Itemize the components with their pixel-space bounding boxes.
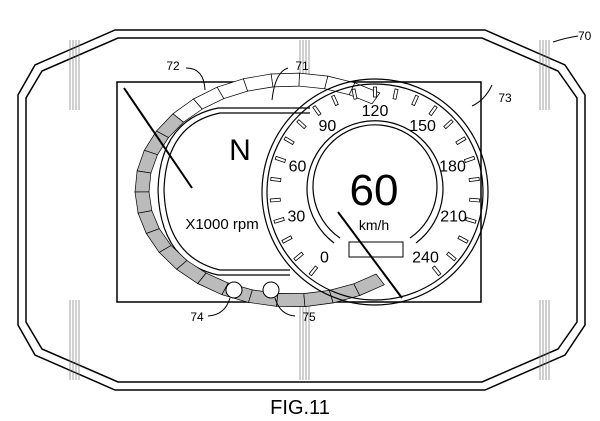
speed-scale-label: 240 [412,250,439,267]
speed-value: 60 [350,166,399,215]
speed-scale-label: 60 [289,158,307,175]
housing [17,29,586,391]
speed-tick [373,86,377,98]
housing-hatching [69,40,550,380]
speed-tick [283,136,295,146]
speed-tick [351,88,358,100]
speed-tick [330,94,339,107]
speed-scale-label: 210 [440,208,467,225]
speed-tick [428,105,438,117]
indicator-lamp-74 [225,281,243,299]
tachometer-segment [134,170,152,193]
tachometer-segment [298,72,329,90]
tachometer-segment [303,290,334,307]
ref-72: 72 [166,59,180,73]
figure-caption: FIG.11 [270,397,330,419]
ref-70: 70 [578,29,592,43]
ref-71: 71 [295,59,309,73]
tachometer-segment [353,273,385,296]
speed-tick [457,235,469,244]
ref-73: 73 [498,91,512,105]
speed-tick [465,217,477,224]
leader-lines [185,35,579,317]
ref-74: 74 [190,310,204,324]
speed-tick [269,197,281,203]
speed-scale-label: 180 [439,158,466,175]
rpm-unit-label: X1000 rpm [185,216,258,233]
tachometer-needle [123,87,193,189]
indicator-lamp-75 [262,281,280,299]
speed-unit: km/h [359,217,389,233]
speedometer [261,78,489,306]
gear-indicator: N [229,134,251,167]
speed-tick [455,136,467,146]
speed-tick [296,119,307,130]
speed-scale-label: 30 [288,208,306,225]
speed-tick [463,155,476,163]
speed-ticks [269,86,481,277]
speed-tick [281,235,293,244]
speed-tick [308,265,319,277]
speed-tick [274,155,287,163]
speed-tick [431,265,442,277]
speed-tick [446,251,457,262]
speed-tick [411,94,420,107]
speed-tick [293,251,304,262]
tachometer-segment [276,293,306,307]
speed-needle [337,211,403,299]
speed-scale-label: 120 [362,103,389,120]
speed-scale-label: 150 [409,118,436,135]
speed-tick [468,176,480,183]
speed-tick [270,176,282,183]
speed-scale-label: 90 [319,118,337,135]
speed-tick [273,217,285,224]
speed-tick [312,105,322,117]
ref-75: 75 [302,310,316,324]
speed-scale-label: 0 [320,250,329,267]
speed-tick [392,88,399,100]
speed-tick [443,119,454,130]
tachometer-segment [134,191,153,214]
odometer-box [348,241,404,258]
speed-tick [469,197,481,203]
